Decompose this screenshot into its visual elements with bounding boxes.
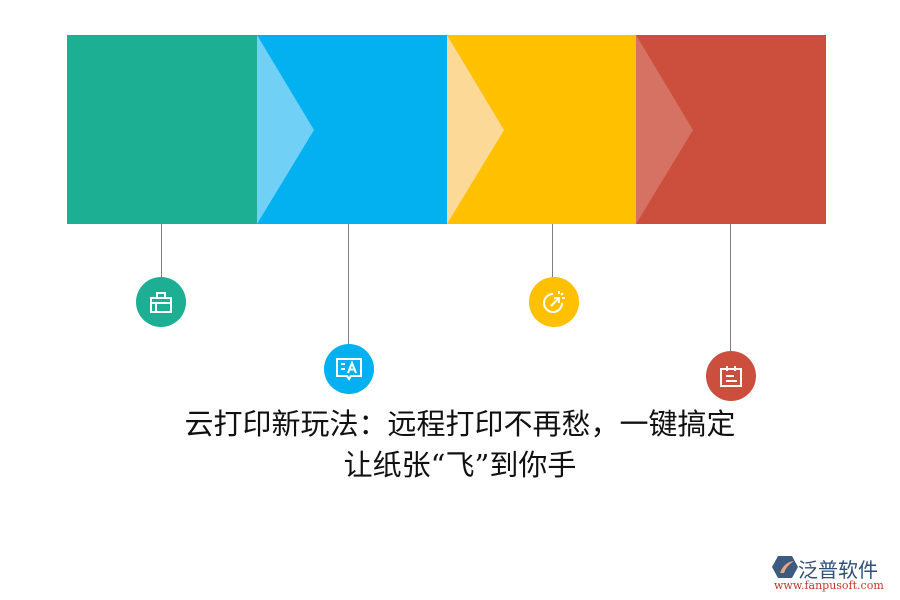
step-band-2 — [257, 35, 447, 224]
chevron-right-icon — [447, 35, 504, 224]
chevron-right-icon — [636, 35, 693, 224]
diagram-title: 云打印新玩法：远程打印不再愁，一键搞定 让纸张“飞”到你手 — [0, 404, 900, 486]
connector-line-4 — [730, 224, 731, 351]
step-band-3 — [447, 35, 636, 224]
logo-name: 泛普软件 — [798, 558, 878, 582]
title-line-1: 云打印新玩法：远程打印不再愁，一键搞定 — [184, 407, 736, 441]
connector-line-1 — [161, 224, 162, 279]
step-band-4 — [636, 35, 826, 224]
toolbox-icon — [150, 292, 172, 313]
title-line-2: 让纸张“飞”到你手 — [343, 448, 577, 482]
step-circle-3 — [529, 277, 579, 327]
connector-line-2 — [348, 224, 349, 346]
growth-arrow-icon — [543, 291, 565, 313]
step-circle-1 — [136, 277, 186, 327]
connector-line-3 — [552, 224, 553, 279]
message-text-icon — [336, 358, 362, 381]
logo-mark-icon — [772, 556, 798, 578]
step-circle-4 — [706, 351, 756, 401]
calendar-icon — [720, 366, 742, 387]
step-circle-2 — [324, 344, 374, 394]
logo-url: www.fanpusoft.com — [774, 579, 884, 592]
step-band-1 — [67, 35, 257, 224]
brand-logo: 泛普软件 www.fanpusoft.com — [770, 554, 895, 594]
chevron-right-icon — [257, 35, 314, 224]
